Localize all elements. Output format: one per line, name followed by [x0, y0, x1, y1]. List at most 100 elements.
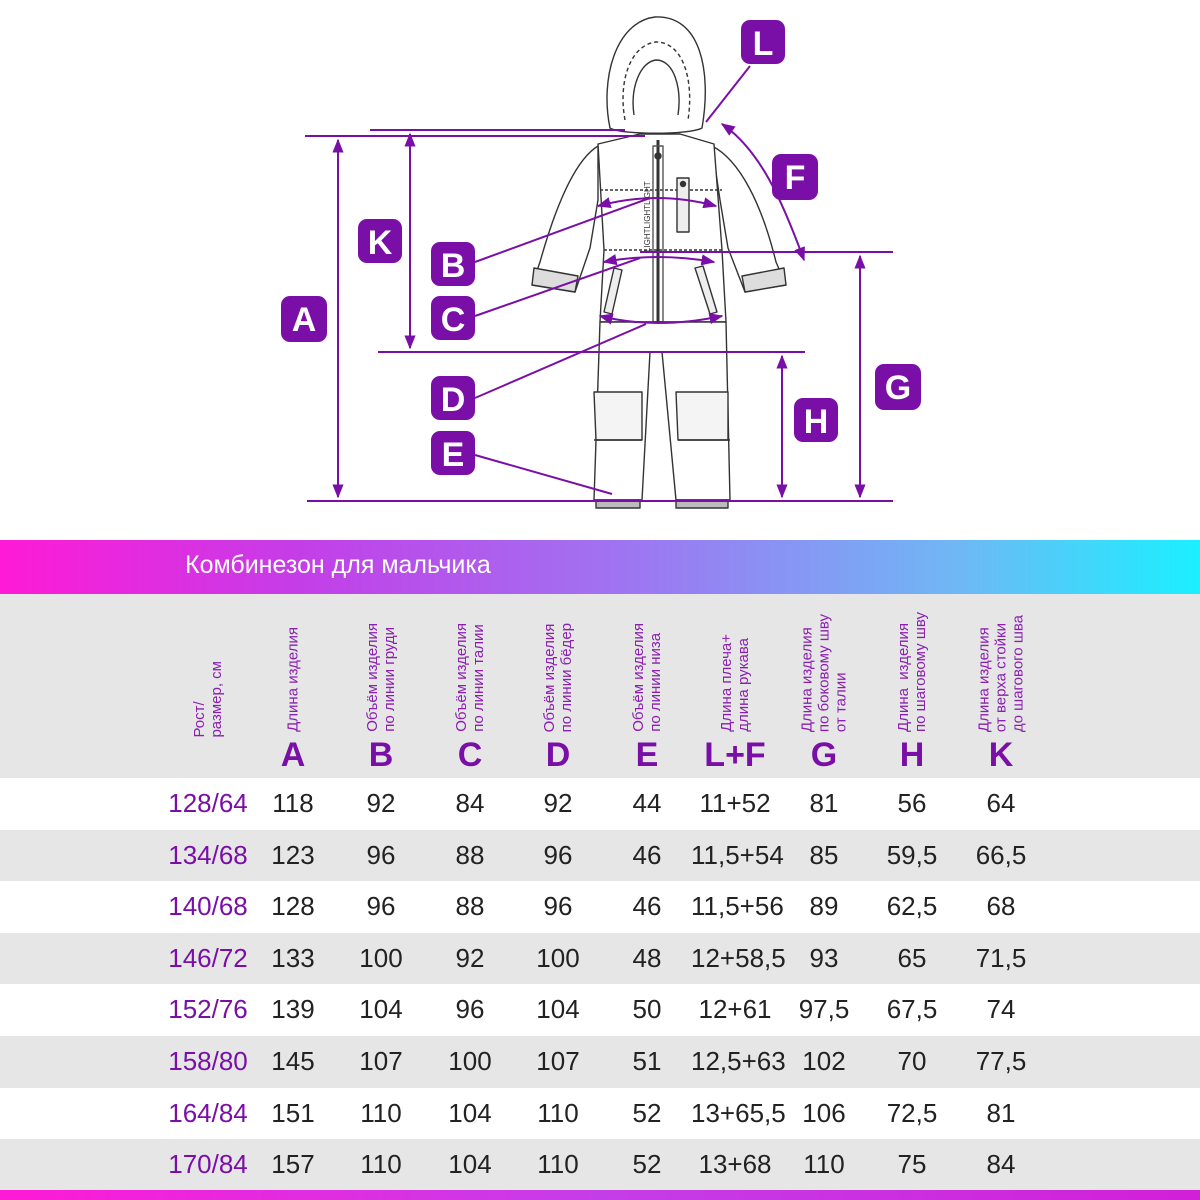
header-label: Длина изделия по шаговому шву	[895, 612, 929, 732]
svg-text:C: C	[441, 301, 466, 339]
cell-h: 72,5	[886, 1097, 938, 1128]
cell-h: 65	[897, 942, 927, 973]
cell-k: 66,5	[975, 839, 1027, 870]
cell-lf: 12+58,5	[691, 942, 786, 973]
header-label: Длина изделия по боковому шву от талии	[798, 613, 850, 732]
cell-g: 102	[802, 1045, 846, 1076]
cell-d: 110	[537, 1149, 579, 1180]
cell-b: 110	[360, 1097, 402, 1128]
cell-h: 70	[897, 1045, 927, 1076]
cell-c: 88	[455, 839, 485, 870]
cell-k: 81	[986, 1097, 1016, 1128]
header-letter: K	[988, 736, 1014, 774]
cell-b: 96	[366, 891, 396, 922]
badge-A: A	[281, 296, 327, 342]
cell-d: 100	[536, 942, 580, 973]
cell-g: 97,5	[798, 994, 850, 1025]
cell-lf: 13+68	[698, 1149, 772, 1180]
jumpsuit-drawing: LIGHTLIGHTLIGHT	[531, 16, 787, 509]
header-letter: D	[545, 736, 571, 774]
cell-d: 107	[536, 1045, 580, 1076]
svg-text:A: A	[292, 301, 317, 339]
cell-lf: 12,5+63	[691, 1045, 786, 1076]
cell-e: 46	[632, 891, 662, 922]
header-letter: B	[368, 736, 394, 774]
header-label: Объём изделия по линии груди	[364, 623, 398, 732]
cell-a: 133	[271, 942, 315, 973]
header-letter: C	[457, 736, 483, 774]
cell-a: 128	[271, 891, 315, 922]
cell-size: 170/84	[168, 1149, 248, 1180]
cell-size: 158/80	[168, 1045, 248, 1076]
cell-k: 74	[986, 994, 1016, 1025]
svg-text:B: B	[441, 247, 466, 285]
badge-E: E	[431, 431, 475, 475]
cell-g: 89	[809, 891, 839, 922]
measurement-diagram: LIGHTLIGHTLIGHT	[281, 16, 921, 509]
cell-g: 110	[803, 1149, 845, 1180]
cell-k: 64	[986, 788, 1016, 818]
cell-e: 44	[632, 788, 662, 818]
cell-d: 92	[543, 788, 573, 818]
header-label: Длина плеча+ длина рукава	[718, 634, 752, 732]
cell-b: 92	[366, 788, 396, 818]
cell-size: 164/84	[168, 1097, 248, 1128]
header-letter: E	[635, 736, 659, 774]
cell-a: 151	[271, 1097, 315, 1128]
cell-size: 128/64	[168, 788, 248, 818]
svg-text:F: F	[785, 159, 806, 197]
cell-k: 84	[986, 1149, 1016, 1180]
cell-k: 68	[986, 891, 1016, 922]
header-letter: L+F	[704, 736, 766, 774]
header-label: Объём изделия по линии низа	[630, 623, 664, 732]
cell-a: 118	[272, 788, 314, 818]
cell-d: 96	[543, 891, 573, 922]
cell-c: 88	[455, 891, 485, 922]
cell-h: 62,5	[886, 891, 938, 922]
cell-k: 71,5	[975, 942, 1027, 973]
cell-lf: 13+65,5	[691, 1097, 786, 1128]
cell-a: 123	[271, 839, 315, 870]
measurement-lines	[305, 65, 893, 502]
garment-print: LIGHTLIGHTLIGHT	[643, 181, 652, 252]
header-letter: H	[899, 736, 925, 774]
cell-k: 77,5	[975, 1045, 1027, 1076]
cell-d: 110	[537, 1097, 579, 1128]
cell-lf: 11+52	[699, 788, 771, 818]
cell-a: 139	[271, 994, 315, 1025]
svg-text:E: E	[442, 436, 465, 474]
header-label: Длина изделия	[284, 627, 302, 732]
header-label: Объём изделия по линии бёдер	[541, 622, 575, 732]
badge-C: C	[431, 296, 475, 340]
badge-B: B	[431, 242, 475, 286]
cell-size: 146/72	[168, 942, 248, 973]
header-letter: A	[280, 736, 306, 774]
svg-text:L: L	[753, 25, 774, 63]
header-label: Объём изделия по линии талии	[453, 623, 487, 732]
badge-H: H	[794, 398, 838, 442]
cell-d: 96	[543, 839, 573, 870]
cell-e: 50	[632, 994, 662, 1025]
cell-h: 59,5	[886, 839, 938, 870]
svg-text:K: K	[368, 224, 393, 262]
cell-g: 81	[809, 788, 839, 818]
bottom-band	[0, 1190, 1200, 1200]
header-size: Рост/ размер, см	[158, 594, 258, 778]
cell-size: 140/68	[168, 891, 248, 922]
page-title: Комбинезон для мальчика	[185, 551, 491, 579]
badge-L: L	[741, 20, 785, 64]
